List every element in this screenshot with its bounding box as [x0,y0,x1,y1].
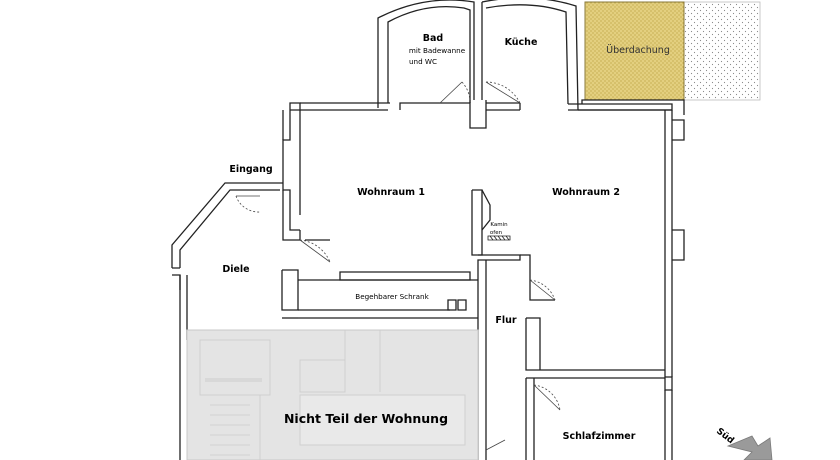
excluded-area [186,329,479,460]
stove-symbol [487,235,511,241]
bad-label: Bad [423,33,443,44]
kamin-label-1: Kamin [490,222,508,228]
flur-label: Flur [495,315,517,326]
walls [171,0,685,460]
door-swings [235,81,561,451]
bad-sublabel-1: mit Badewanne [409,46,466,55]
compass-south-arrow: Süd [714,426,773,460]
ueberdachung-label: Überdachung [606,45,670,56]
compass-label: Süd [714,426,735,446]
wohnraum1-label: Wohnraum 1 [357,187,425,198]
schlafzimmer-label: Schlafzimmer [563,431,636,442]
eingang-label: Eingang [229,164,272,175]
wohnraum2-label: Wohnraum 2 [552,187,620,198]
terrace-area [683,1,761,101]
kamin-label-2: ofen [490,230,503,236]
schrank-label: Begehbarer Schrank [355,292,429,301]
diele-label: Diele [222,264,249,275]
kueche-label: Küche [505,37,538,48]
nicht-teil-label: Nicht Teil der Wohnung [284,411,448,426]
canopy-area [584,1,685,101]
bad-sublabel-2: und WC [409,57,437,66]
